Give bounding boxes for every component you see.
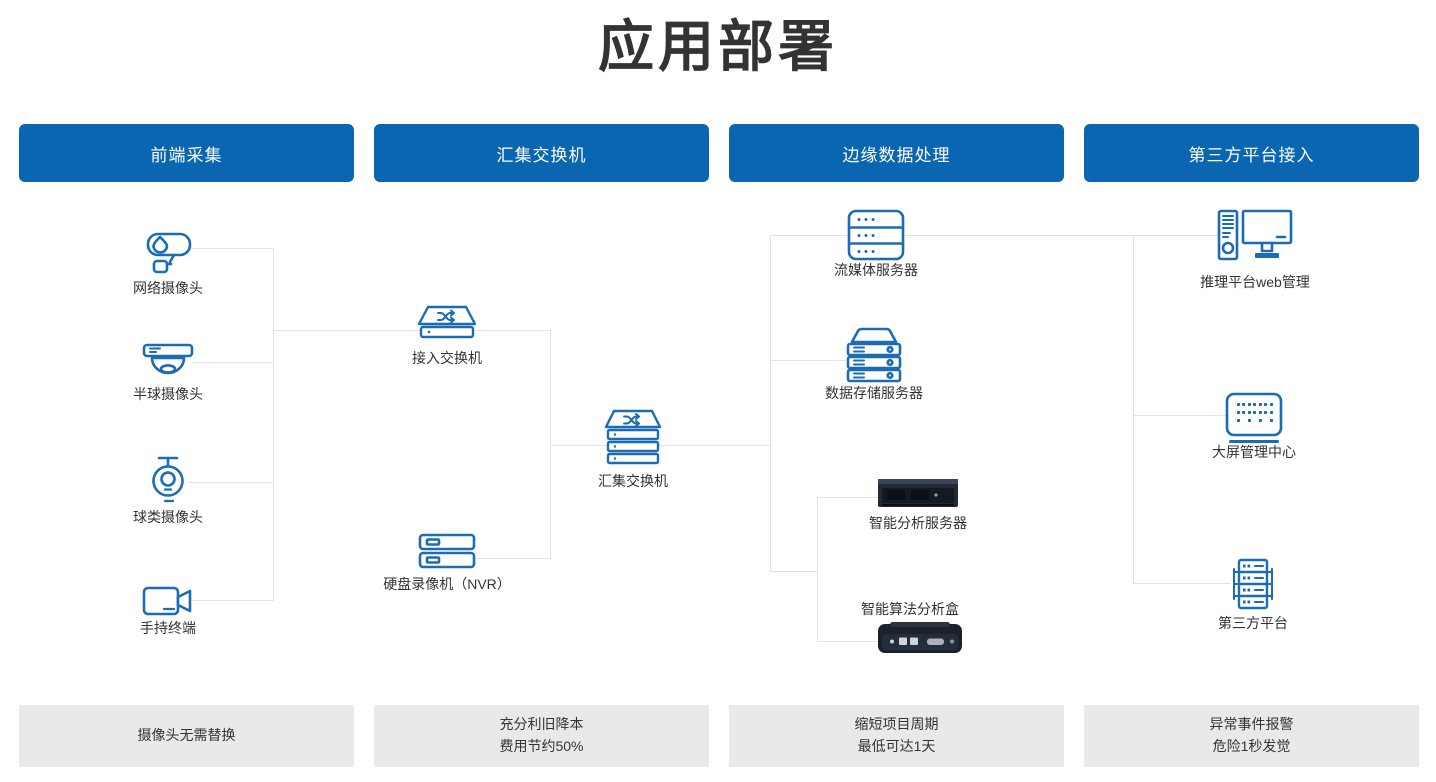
node-label-screen-center: 大屏管理中心 <box>1212 444 1296 460</box>
connector-line <box>770 235 1223 236</box>
connector-line <box>817 497 818 642</box>
benefit-text: 摄像头无需替换 <box>137 727 236 744</box>
node-label-nvr: 硬盘录像机（NVR） <box>383 576 511 592</box>
switch-icon <box>414 305 480 343</box>
header-aggregation-switch: 汇集交换机 <box>374 124 709 182</box>
connector-line <box>273 248 274 601</box>
page-title: 应用部署 <box>598 15 838 78</box>
benefit-thirdparty: 异常事件报警 危险1秒发觉 <box>1084 705 1419 767</box>
connector-line <box>1133 235 1134 584</box>
connector-line <box>550 445 770 446</box>
node-label-third-party: 第三方平台 <box>1218 615 1288 631</box>
stacked-switch-icon <box>602 409 664 467</box>
cctv-camera-icon <box>140 228 196 276</box>
benefit-frontend: 摄像头无需替换 <box>19 705 354 767</box>
header-edge-processing: 边缘数据处理 <box>729 124 1064 182</box>
connector-line <box>770 360 845 361</box>
node-label-algorithm-box: 智能算法分析盒 <box>861 601 959 617</box>
benefit-aggregation: 充分利旧降本 费用节约50% <box>374 705 709 767</box>
storage-server-icon <box>840 327 908 383</box>
node-label-dome-camera: 半球摄像头 <box>133 386 203 402</box>
connector-line <box>188 482 273 483</box>
connector-line <box>817 497 882 498</box>
node-label-access-switch: 接入交换机 <box>412 350 482 366</box>
node-label-network-camera: 网络摄像头 <box>133 280 203 296</box>
connector-line <box>1133 583 1230 584</box>
benefit-text: 缩短项目周期 <box>854 716 939 733</box>
node-label-aggregation-switch: 汇集交换机 <box>598 473 668 489</box>
header-frontend-collection: 前端采集 <box>19 124 354 182</box>
ball-camera-icon <box>146 455 190 505</box>
camcorder-icon <box>142 582 194 620</box>
benefit-text: 费用节约50% <box>499 738 584 754</box>
benefit-text: 最低可达1天 <box>857 738 936 754</box>
benefit-text: 危险1秒发觉 <box>1212 738 1291 754</box>
node-label-inference-web: 推理平台web管理 <box>1200 274 1310 290</box>
benefit-edge: 缩短项目周期 最低可达1天 <box>729 705 1064 767</box>
server-rack-icon <box>845 209 907 261</box>
analysis-box-photo <box>874 620 966 658</box>
connector-line <box>817 641 878 642</box>
desktop-computer-icon <box>1215 207 1295 263</box>
node-label-handheld-terminal: 手持终端 <box>140 620 196 636</box>
connector-line <box>192 362 273 363</box>
node-label-ball-camera: 球类摄像头 <box>133 509 203 525</box>
benefit-text: 充分利旧降本 <box>499 716 584 733</box>
connector-line <box>550 330 551 559</box>
header-thirdparty-access: 第三方平台接入 <box>1084 124 1419 182</box>
connector-line <box>475 558 550 559</box>
connector-line <box>1133 415 1230 416</box>
connector-line <box>192 600 273 601</box>
connector-line <box>770 235 771 572</box>
connector-line <box>770 571 817 572</box>
dome-camera-icon <box>142 342 194 382</box>
node-label-storage-server: 数据存储服务器 <box>825 385 923 401</box>
benefit-text: 异常事件报警 <box>1209 716 1294 733</box>
led-wall-icon <box>1225 392 1283 446</box>
node-label-streaming-server: 流媒体服务器 <box>834 262 918 278</box>
disk-recorder-icon <box>418 533 476 569</box>
connector-line <box>273 330 550 331</box>
platform-server-icon <box>1222 558 1284 610</box>
node-label-analysis-server: 智能分析服务器 <box>869 515 967 531</box>
connector-line <box>192 248 273 249</box>
rack-server-photo <box>876 477 960 509</box>
